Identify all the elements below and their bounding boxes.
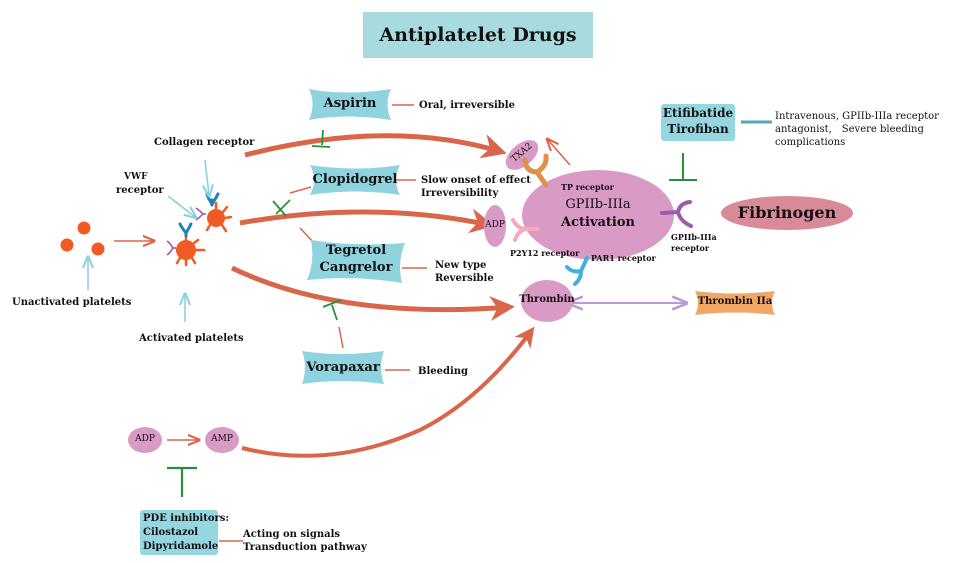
clopidogrel-label: Clopidogrel [312,172,398,187]
title-box: Antiplatelet Drugs [363,12,593,58]
p2y12-receptor-label: P2Y12 receptor [510,248,580,258]
tp-receptor-icon [522,153,549,188]
tegretol-note-1: New type [435,260,487,271]
tegretol-cangrelor-box[interactable] [307,240,405,283]
vorapaxar-box[interactable] [302,351,384,384]
tegretol-note-2: Reversible [435,273,494,284]
activated-platelet-icon [166,192,233,267]
thrombin-node[interactable] [521,280,573,322]
etifibatide-note-1: Intravenous, GPIIb-IIIa receptor [775,111,939,122]
pde-inhibitors-box[interactable] [140,510,218,555]
gpiib-activation-node[interactable] [522,170,674,260]
activated-platelets-label: Activated platelets [139,333,244,344]
pathway-arc-to-adp [239,208,495,234]
par1-receptor-label: PAR1 receptor [591,253,656,263]
gpiib-receptor-label-1: GPIIb-IIIa [671,232,717,242]
aspirin-box[interactable] [309,89,391,120]
thrombin-label: Thrombin [519,294,575,305]
clopidogrel-note-1: Slow onset of effect [421,175,531,186]
etifibatide-inhibit-icon [669,153,697,181]
gpiib-to-txa2-arrow [548,140,571,166]
amp-bottom-node[interactable] [205,427,239,453]
txa2-node[interactable] [500,134,543,175]
vwf-receptor-pointer [167,195,195,217]
adp-bottom-node[interactable] [128,427,162,453]
pde-note-2: Transduction pathway [243,542,367,553]
adp-top-label: ADP [485,220,505,230]
vorapaxar-inhibit-icon [322,299,342,321]
page-title: Antiplatelet Drugs [379,24,577,46]
pathway-arc-to-txa2 [244,133,507,159]
vwf-receptor-label-2: receptor [116,185,164,196]
clopidogrel-box[interactable] [310,165,400,195]
fibrinogen-label: Fibrinogen [737,203,837,222]
pde-inhibitors-label: PDE inhibitors: [143,513,230,524]
clopidogrel-note-2: Irreversibility [421,188,499,199]
aspirin-inhibit-icon [311,129,331,148]
clopidogrel-inhibit-icon [272,199,291,217]
cangrelor-label: Cangrelor [319,260,393,275]
gpiib-receptor-label-2: receptor [671,243,710,253]
clopidogrel-inhibit-link [289,186,312,194]
collagen-receptor-label: Collagen receptor [154,137,255,148]
tirofiban-label: Tirofiban [667,122,729,136]
etifibatide-tirofiban-box[interactable] [661,104,735,141]
p2y12-receptor-icon [511,218,540,242]
thrombin-iia-label: Thrombin IIa [697,296,773,307]
vwf-receptor-label-1: VWF [124,172,148,182]
pde-note-1: Acting on signals [243,529,341,540]
vorapaxar-note: Bleeding [418,366,469,377]
amp-bottom-label: AMP [211,434,233,444]
pde-inhibit-icon [167,466,197,497]
tegretol-label: Tegretol [325,243,387,258]
gpiib-receptor-icon [660,200,693,228]
gpiib-activation-line1: GPIIb-IIIa [565,197,631,212]
fibrinogen-node[interactable] [721,196,853,230]
dipyridamole-label: Dipyridamole [143,541,219,552]
etifibatide-note-2: antagonist, Severe bleeding [775,124,924,135]
unactivated-platelets-icon [60,221,105,256]
pathway-arc-amp-to-thrombin [241,326,535,458]
etifibatide-label: Etifibatide [662,106,734,120]
pathway-arc-to-thrombin [230,265,515,321]
aspirin-note: Oral, irreversible [419,100,515,111]
vorapaxar-label: Vorapaxar [306,360,380,375]
cilostazol-label: Cilostazol [143,527,199,538]
par1-receptor-icon [565,256,589,286]
vorapaxar-inhibit-link [338,326,344,349]
gpiib-activation-line2: Activation [561,215,635,230]
collagen-receptor-pointer [205,159,209,195]
tp-receptor-label: TP receptor [561,182,614,192]
thrombin-iia-box[interactable] [695,291,775,315]
unactivated-platelets-label: Unactivated platelets [12,297,132,308]
aspirin-label: Aspirin [323,96,377,111]
adp-top-node[interactable] [484,205,506,247]
etifibatide-note-3: complications [775,137,846,148]
adp-bottom-label: ADP [135,434,155,444]
